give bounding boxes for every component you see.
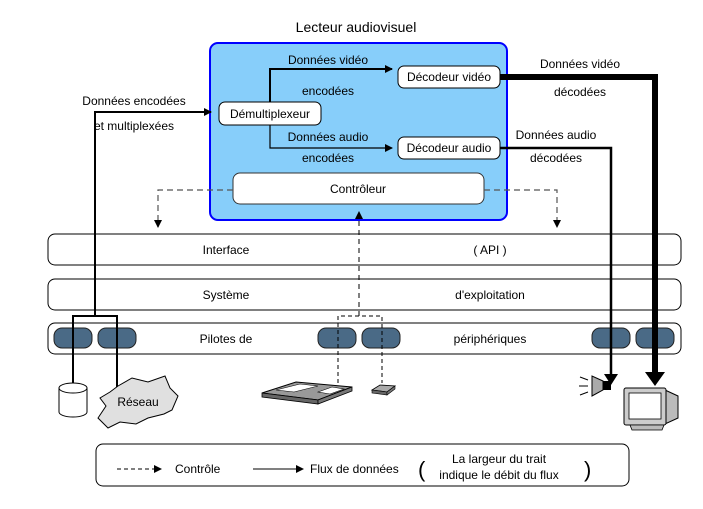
keyboard-icon	[261, 381, 353, 405]
driver-mouse	[361, 327, 401, 349]
audio-encoded-label-1: Données audio	[288, 130, 369, 144]
control-arrow-right	[484, 189, 561, 228]
disk-icon	[58, 382, 88, 418]
input-label-2: et multiplexées	[94, 119, 174, 133]
video-decoder-label: Décodeur vidéo	[407, 70, 491, 84]
os-layer-left-label: Système	[203, 288, 250, 302]
interface-layer	[47, 233, 682, 266]
audio-output-line	[500, 146, 613, 380]
audio-encoded-label-2: encodées	[302, 151, 354, 165]
video-encoded-arrow	[269, 65, 393, 102]
video-output-label-2: décodées	[554, 85, 606, 99]
network-cloud-icon: Réseau	[97, 375, 179, 429]
video-output-arrowhead	[645, 372, 665, 386]
video-encoded-label-2: encodées	[302, 84, 354, 98]
driver-keyboard	[317, 327, 357, 349]
video-output-line	[500, 74, 658, 378]
legend-note-line1: La largeur du trait	[452, 452, 547, 466]
control-arrow-left	[154, 189, 233, 228]
input-data-arrow	[94, 108, 212, 316]
demultiplexer-label: Démultiplexeur	[230, 107, 310, 121]
audio-output-label-1: Données audio	[516, 128, 597, 142]
interface-layer-right-label: ( API )	[473, 243, 506, 257]
legend-flow-label: Flux de données	[310, 462, 399, 476]
network-label: Réseau	[117, 395, 158, 409]
legend-note-line2: indique le débit du flux	[439, 468, 558, 482]
legend-paren-close: )	[584, 457, 591, 482]
video-output-label-1: Données vidéo	[540, 57, 620, 71]
drivers-layer-left-label: Pilotes de	[200, 332, 253, 346]
legend-paren-open: (	[418, 457, 426, 482]
diagram-title: Lecteur audiovisuel	[296, 19, 417, 35]
controller-label: Contrôleur	[330, 182, 386, 196]
demultiplexer-box	[218, 101, 322, 126]
os-layer	[47, 278, 682, 311]
video-encoded-label-1: Données vidéo	[288, 53, 368, 67]
monitor-icon	[623, 387, 679, 431]
interface-layer-left-label: Interface	[203, 243, 250, 257]
input-label-1: Données encodées	[82, 94, 185, 108]
audio-output-arrowhead	[604, 374, 618, 385]
legend: Contrôle Flux de données ( La largeur du…	[95, 443, 630, 487]
controller-box	[232, 172, 485, 205]
speaker-icon	[579, 375, 611, 397]
mouse-icon	[370, 384, 397, 396]
drivers-layer-right-label: périphériques	[454, 332, 527, 346]
audio-output-label-2: décodées	[530, 151, 582, 165]
legend-box	[95, 443, 630, 487]
audio-decoder-label: Décodeur audio	[407, 141, 492, 155]
audio-encoded-arrow	[269, 125, 393, 152]
legend-control-label: Contrôle	[175, 462, 221, 476]
os-layer-right-label: d'exploitation	[455, 288, 525, 302]
